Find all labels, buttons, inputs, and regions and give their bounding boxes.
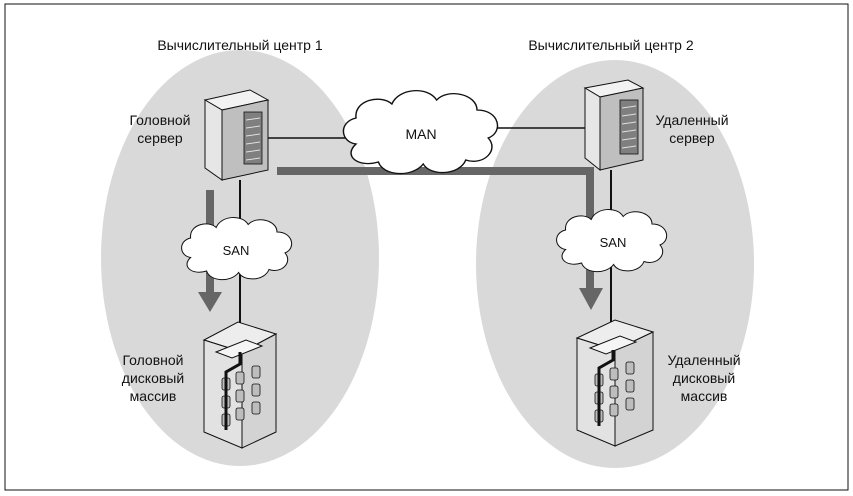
remote-server-icon (583, 79, 645, 172)
remote-array-label-line2: дисковый (673, 370, 735, 386)
main-array-label-line3: массив (130, 388, 177, 404)
main-server-label-line1: Головной (129, 112, 190, 128)
main-server-icon (203, 89, 270, 181)
data-center-2-title: Вычислительный центр 2 (528, 37, 694, 53)
main-disk-array-icon (202, 321, 278, 449)
main-array-label-line2: дисковый (122, 370, 184, 386)
remote-server-label-line2: сервер (669, 130, 715, 146)
remote-array-label-line1: Удаленный (667, 352, 740, 368)
man-cloud-label: MAN (405, 126, 436, 142)
main-server-label-line2: сервер (137, 130, 183, 146)
replication-arrow-remote (277, 167, 603, 310)
san-cloud-1-label: SAN (223, 243, 250, 258)
remote-array-label-line3: массив (681, 388, 728, 404)
remote-disk-array-icon (575, 319, 655, 447)
data-center-1-title: Вычислительный центр 1 (157, 37, 323, 53)
san-cloud-2-label: SAN (600, 235, 627, 250)
remote-server-label-line1: Удаленный (655, 112, 728, 128)
main-array-label-line1: Головной (122, 352, 183, 368)
